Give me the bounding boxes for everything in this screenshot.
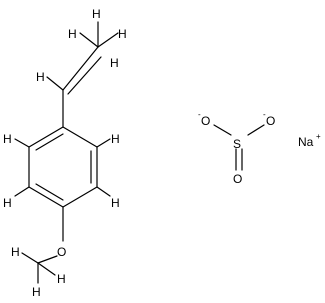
atom-h-methyl-right: H bbox=[57, 272, 66, 286]
atom-na: Na bbox=[298, 135, 314, 149]
atom-h-methyl-mid: H bbox=[32, 285, 41, 299]
methoxy-bonds bbox=[21, 206, 64, 284]
atom-h-top-b: H bbox=[68, 27, 77, 41]
atom-h-ring-upper-left: H bbox=[3, 132, 12, 146]
atom-o-sulfite-left: O bbox=[201, 114, 210, 128]
charge-o-sulfite-left: - bbox=[198, 110, 201, 119]
charge-o-sulfite-right: - bbox=[263, 110, 266, 119]
atom-h-top-c: H bbox=[118, 27, 127, 41]
atom-o-sulfite-bottom: O bbox=[233, 172, 242, 186]
sulfite-bonds bbox=[213, 124, 265, 171]
atom-h-ring-upper-right: H bbox=[111, 132, 120, 146]
atom-s-sulfur: S bbox=[233, 137, 241, 151]
atom-h-top-d: H bbox=[110, 56, 119, 70]
benzene-ring-bonds bbox=[14, 126, 111, 208]
atom-h-vinyl: H bbox=[36, 70, 45, 84]
atom-h-ring-lower-right: H bbox=[111, 196, 120, 210]
charge-na: + bbox=[316, 132, 321, 141]
atom-o-sulfite-right: O bbox=[266, 114, 275, 128]
atom-h-top-a: H bbox=[92, 7, 101, 21]
atom-h-methyl-left: H bbox=[11, 245, 20, 259]
propenyl-chain-bonds bbox=[46, 21, 119, 128]
atom-h-ring-lower-left: H bbox=[3, 196, 12, 210]
atom-o-ether: O bbox=[57, 245, 66, 259]
